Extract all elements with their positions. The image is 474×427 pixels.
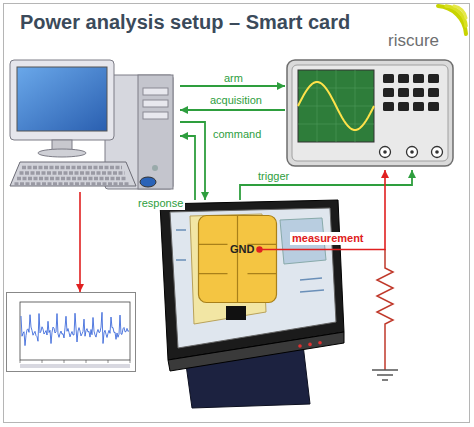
response-arrow [180, 136, 195, 200]
display-arrow [79, 192, 81, 292]
signal-label: trigger [256, 170, 291, 183]
computer-icon-art [8, 58, 180, 192]
trace-plot [6, 292, 136, 372]
frame-border [4, 4, 470, 423]
trigger-arrow [240, 170, 412, 200]
signal-label: command [211, 128, 263, 141]
signal-label: acquisition [208, 94, 264, 107]
smart-card-chip-art [198, 215, 277, 303]
signal-label: response [136, 197, 185, 210]
logo-arcs [438, 6, 466, 34]
resistor-symbol [377, 249, 393, 370]
measurement-arrow [277, 170, 385, 250]
signal-label: arm [222, 72, 245, 85]
computer-icon [8, 58, 180, 192]
arm-arrow [180, 85, 285, 87]
probe-point [256, 246, 262, 252]
pin-label: GND [230, 243, 254, 256]
oscilloscope-icon [285, 58, 455, 170]
page-title: Power analysis setup – Smart card [20, 10, 350, 34]
signal-label: measurement [290, 232, 366, 245]
ground-symbol [372, 370, 398, 380]
command-arrow [180, 122, 205, 200]
logo-text: riscure [386, 30, 441, 51]
trace-plot-art [6, 292, 136, 372]
oscilloscope-icon-art [285, 58, 455, 170]
smart-card-chip: GND [198, 215, 277, 303]
acquisition-arrow [180, 109, 285, 111]
